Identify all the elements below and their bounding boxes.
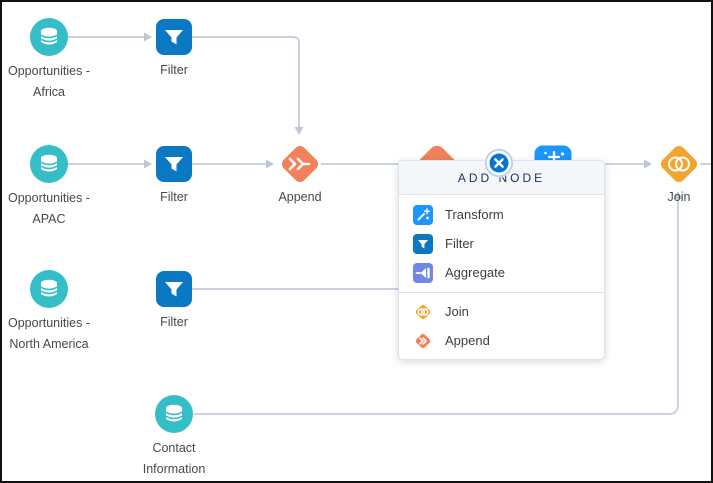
node-filter-north-america: Filter: [112, 271, 236, 333]
popup-group-transforms: Transform Filter Aggregate: [399, 195, 604, 292]
filter-icon[interactable]: [156, 146, 192, 182]
popup-divider: [399, 292, 604, 293]
arrowhead-icon: [673, 191, 683, 199]
node-filter-africa: Filter: [112, 19, 236, 81]
node-label: Filter: [160, 190, 188, 204]
menu-item-filter[interactable]: Filter: [399, 229, 604, 258]
dataset-icon[interactable]: [155, 395, 193, 433]
node-append: Append: [238, 142, 362, 208]
node-label: Opportunities - North America: [8, 316, 90, 351]
join-icon: [415, 304, 431, 319]
menu-item-label: Join: [445, 304, 469, 319]
node-contact-information: Contact Information: [112, 395, 236, 480]
filter-icon[interactable]: [156, 19, 192, 55]
edge-contact-to-join: [194, 199, 679, 415]
append-icon[interactable]: [278, 142, 322, 186]
dataset-icon[interactable]: [30, 270, 68, 308]
filter-icon: [413, 233, 433, 254]
arrowhead-icon: [294, 127, 304, 135]
dataset-icon[interactable]: [30, 145, 68, 183]
arrowhead-icon: [144, 159, 152, 169]
node-label: Contact Information: [142, 441, 206, 476]
node-label: Filter: [160, 63, 188, 77]
node-label: Append: [278, 190, 322, 204]
menu-item-label: Filter: [445, 236, 474, 251]
menu-item-label: Transform: [445, 207, 504, 222]
menu-item-join[interactable]: Join: [399, 297, 604, 326]
node-label: Join: [667, 190, 691, 204]
arrowhead-icon: [644, 159, 652, 169]
arrowhead-icon: [266, 159, 274, 169]
popup-group-joins: Join Append: [399, 293, 604, 359]
menu-item-append[interactable]: Append: [399, 326, 604, 355]
popup-title: ADD NODE: [399, 161, 604, 195]
node-label: Filter: [160, 315, 188, 329]
node-opportunities-africa: Opportunities - Africa: [2, 18, 111, 103]
menu-item-aggregate[interactable]: Aggregate: [399, 258, 604, 287]
join-icon[interactable]: [657, 142, 701, 186]
filter-icon[interactable]: [156, 271, 192, 307]
node-join: Join: [617, 142, 711, 208]
arrowhead-icon: [144, 32, 152, 42]
edge-filter1-to-append: [192, 36, 300, 127]
node-filter-apac: Filter: [112, 146, 236, 208]
node-opportunities-apac: Opportunities - APAC: [2, 145, 111, 230]
node-label: Opportunities - Africa: [8, 64, 90, 99]
menu-item-label: Append: [445, 333, 490, 348]
close-icon: [484, 148, 514, 178]
close-add-node-button[interactable]: [483, 147, 515, 184]
node-label: Opportunities - APAC: [8, 191, 90, 226]
node-opportunities-north-america: Opportunities - North America: [2, 270, 111, 355]
append-icon: [415, 333, 431, 348]
aggregate-icon: [413, 262, 433, 283]
add-node-popup: ADD NODE Transform Filter: [398, 160, 605, 360]
transform-icon: [413, 204, 433, 225]
menu-item-transform[interactable]: Transform: [399, 200, 604, 229]
menu-item-label: Aggregate: [445, 265, 505, 280]
dataset-icon[interactable]: [30, 18, 68, 56]
